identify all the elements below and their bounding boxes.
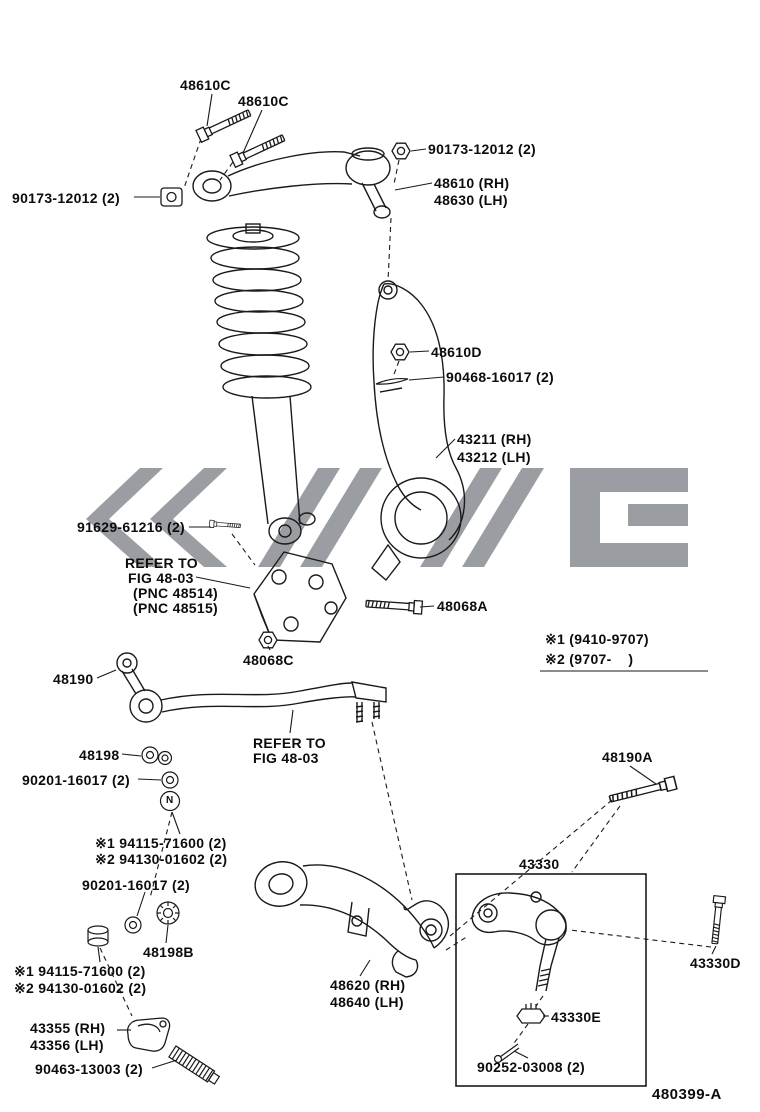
label-refer2-line2: FIG 48-03 — [253, 750, 319, 766]
label-note-94115-lower: ※1 94115-71600 (2) — [14, 963, 146, 979]
label-nut-48068c: 48068C — [243, 652, 294, 668]
hex-nut-48068c-drawing — [258, 631, 278, 649]
label-n-mark: N — [166, 795, 174, 806]
label-note-star1: ※1 (9410-9707) — [545, 631, 649, 647]
watermark-logo — [86, 468, 688, 567]
upper-control-arm-drawing — [192, 147, 391, 219]
label-clamp-90463: 90463-13003 (2) — [35, 1061, 144, 1077]
label-link-48190: 48190 — [53, 671, 94, 687]
label-refer1-pnc1: (PNC 48514) — [133, 585, 219, 601]
flanged-nut-90173-left-drawing — [160, 187, 183, 207]
label-nut-90173-right: 90173-12012 (2) — [428, 141, 537, 157]
label-bolt-48610c-2: 48610C — [238, 93, 289, 109]
knuckle-arm-43330-drawing — [471, 891, 567, 992]
assembly-dashed-lines — [99, 129, 712, 1047]
bolt-48068a-drawing — [365, 596, 424, 615]
label-refer1-line2: FIG 48-03 — [128, 570, 194, 586]
label-arm-upper-rh: 48610 (RH) — [434, 175, 510, 191]
upper-arm-bolt-drawing-2 — [229, 131, 287, 168]
upper-arm-bolt-drawing-1 — [195, 106, 253, 143]
label-refer1-pnc2: (PNC 48515) — [133, 600, 219, 616]
retainer-48198b-drawing — [156, 901, 180, 925]
label-arm-lower-rh: 48620 (RH) — [330, 977, 406, 993]
steering-knuckle-drawing — [371, 280, 466, 582]
label-nut-90173-left: 90173-12012 (2) — [12, 190, 121, 206]
label-bolt-48610c-1: 48610C — [180, 77, 231, 93]
label-retainer-48198: 48198 — [79, 747, 120, 763]
leader-lines — [96, 93, 717, 1069]
label-arm-upper-lh: 48630 (LH) — [434, 192, 508, 208]
collar-94115-drawing — [87, 925, 109, 947]
label-bolt-43330d: 43330D — [690, 955, 741, 971]
washer-90201-upper-drawing — [161, 771, 179, 789]
label-pin-90252: 90252-03008 (2) — [477, 1059, 586, 1075]
pin-90468-drawing — [375, 377, 409, 385]
washer-n-drawing — [159, 790, 181, 812]
label-knuckle-rh: 43211 (RH) — [457, 431, 532, 447]
retainer-48198-drawing — [141, 746, 173, 766]
strut-rod-48190-drawing — [116, 652, 387, 723]
label-washer-90201-upper: 90201-16017 (2) — [22, 772, 131, 788]
lower-control-arm-drawing — [254, 861, 450, 978]
label-retainer-48198b: 48198B — [143, 944, 194, 960]
coil-spring-shock-drawing — [206, 223, 316, 545]
bolt-91629-drawing — [209, 519, 241, 530]
label-arm-43330: 43330 — [519, 856, 560, 872]
hex-nut-90173-right-drawing — [391, 142, 411, 160]
label-refer2-line1: REFER TO — [253, 735, 326, 751]
label-bolt-91629: 91629-61216 (2) — [77, 519, 186, 535]
label-note-94130-upper: ※2 94130-01602 (2) — [95, 851, 228, 867]
label-pin-90468: 90468-16017 (2) — [446, 369, 555, 385]
label-refer1-line1: REFER TO — [125, 555, 198, 571]
detail-box-43330 — [455, 873, 647, 1087]
label-arm-lower-lh: 48640 (LH) — [330, 994, 404, 1010]
label-nut-48610d: 48610D — [431, 344, 482, 360]
label-clamp-rh: 43355 (RH) — [30, 1020, 106, 1036]
label-nut-43330e: 43330E — [551, 1009, 602, 1025]
label-knuckle-lh: 43212 (LH) — [457, 449, 531, 465]
label-clamp-lh: 43356 (LH) — [30, 1037, 104, 1053]
bolt-43330d-drawing — [708, 895, 727, 945]
label-note-star2: ※2 (9707- ) — [545, 651, 634, 667]
castle-nut-43330e-drawing — [516, 1003, 546, 1024]
label-washer-90201-lower: 90201-16017 (2) — [82, 877, 191, 893]
cotter-pin-90252-drawing — [493, 1043, 520, 1064]
hex-nut-48610d-drawing — [390, 343, 410, 361]
clamp-43355-drawing — [126, 1017, 171, 1052]
figure-code: 480399-A — [652, 1086, 722, 1103]
label-bolt-48190a: 48190A — [602, 749, 653, 765]
clamp-band-90463-drawing — [168, 1045, 221, 1085]
label-bolt-48068a: 48068A — [437, 598, 488, 614]
bolt-48190a-drawing — [607, 775, 678, 807]
washer-90201-lower-drawing — [124, 916, 142, 934]
label-note-94115-upper: ※1 94115-71600 (2) — [95, 835, 227, 851]
label-note-94130-lower: ※2 94130-01602 (2) — [14, 980, 147, 996]
